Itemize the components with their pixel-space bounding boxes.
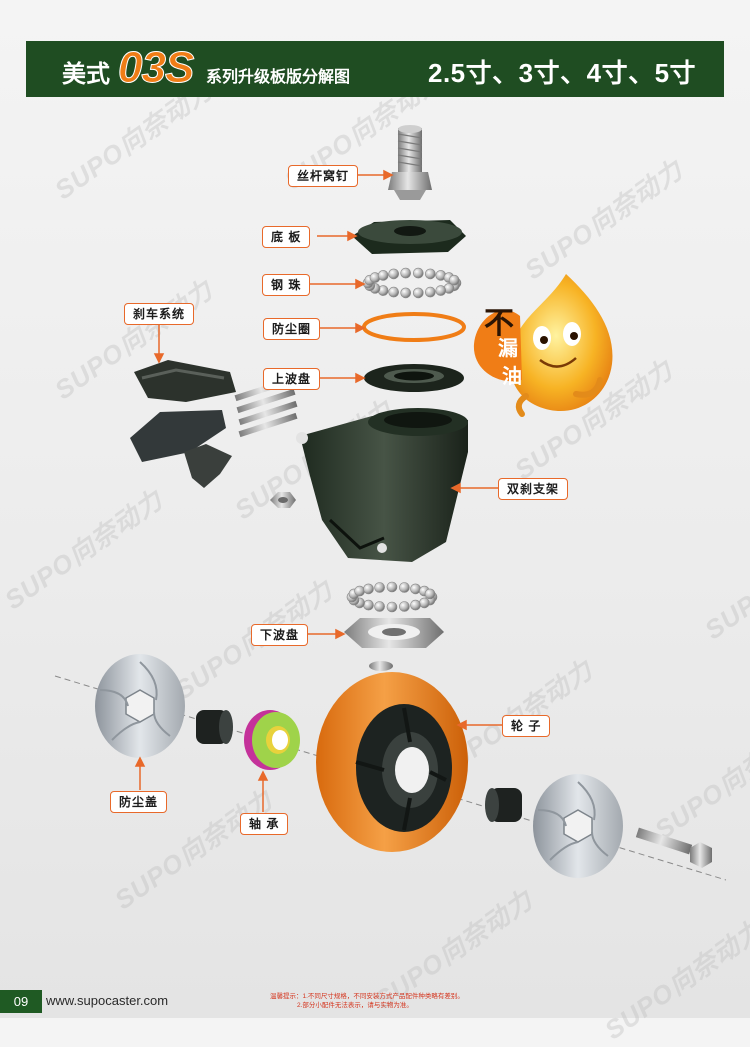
footer: 09 www.supocaster.com 温馨提示：1.不同尺寸规格，不同安装… [0,990,750,1018]
steel-ball [399,602,409,612]
steel-ball-ring-upper [363,268,461,298]
base-plate-part [352,220,466,254]
steel-ball [387,582,397,592]
steel-ball [449,275,459,285]
dust-cover-left-part [95,654,185,758]
label-double-brake-bracket: 双刹支架 [498,478,568,500]
wheel-part [316,672,468,852]
badge-char-3: 油 [502,360,522,389]
label-upper-race: 上波盘 [263,368,320,390]
steel-ball [401,268,411,278]
steel-ball [425,589,435,599]
label-steel-balls: 钢 珠 [262,274,310,296]
label-bearing: 轴 承 [240,813,288,835]
steel-ball [425,269,435,279]
label-base-plate: 底 板 [262,226,310,248]
bushing-right-part [485,788,522,822]
steel-ball [387,602,397,612]
catalog-page: SUPO向奈动力 SUPO向奈动力 SUPO向奈动力 SUPO向奈动力 SUPO… [0,0,750,1018]
dust-cover-right-part [533,774,623,878]
bearing-part [244,710,300,770]
dust-ring-part [364,314,464,340]
nut-part [270,492,296,508]
bushing-left-part [196,710,233,744]
steel-ball-ring-lower [347,582,437,612]
steel-ball [413,268,423,278]
upper-race-part [364,364,464,392]
steel-ball [411,584,421,594]
steel-ball [399,583,409,593]
label-dust-cover: 防尘盖 [110,791,167,813]
washer-part [369,661,393,671]
lower-race-part [344,618,444,648]
steel-ball [355,586,365,596]
mascot-oil-drop [474,274,613,414]
badge-char-2: 漏 [498,332,518,361]
steel-ball [411,600,421,610]
tip-note-line2: 2.部分小配件无法表示，请与实物为准。 [297,999,413,1009]
steel-ball [436,286,446,296]
steel-ball [419,598,429,608]
steel-ball [413,288,423,298]
exploded-diagram [0,0,750,1018]
label-dust-ring: 防尘圈 [263,318,320,340]
steel-ball [375,583,385,593]
steel-ball [375,602,385,612]
axle-bolt-part [636,828,712,868]
steel-ball [378,270,388,280]
label-screw-stem: 丝杆窝钉 [288,165,358,187]
website-link[interactable]: www.supocaster.com [46,993,168,1008]
steel-ball [389,269,399,279]
steel-ball [401,288,411,298]
fork-bracket-part [296,408,468,562]
label-brake-system: 刹车系统 [124,303,194,325]
label-wheel: 轮 子 [502,715,550,737]
page-number: 09 [0,990,42,1013]
screw-stem-part [388,125,432,200]
steel-ball [389,287,399,297]
steel-ball [425,287,435,297]
label-lower-race: 下波盘 [251,624,308,646]
steel-ball [364,584,374,594]
steel-ball [364,600,374,610]
